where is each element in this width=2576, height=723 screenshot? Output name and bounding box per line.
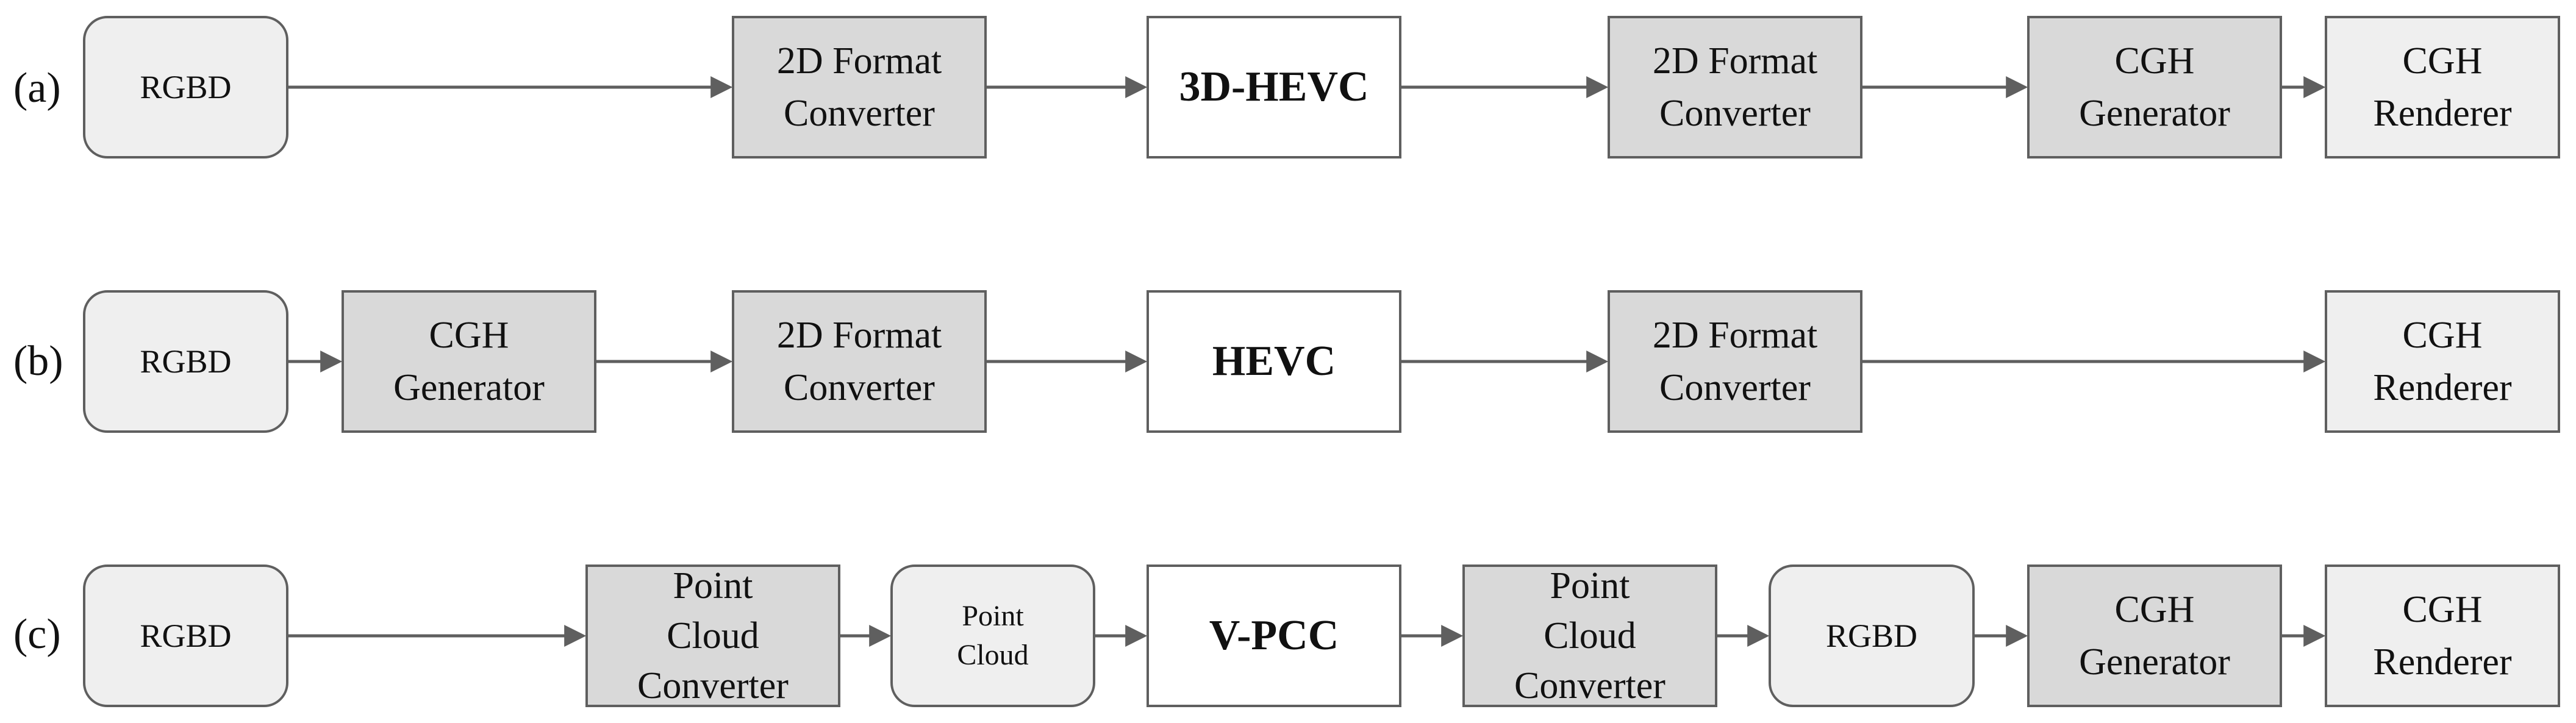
box-text-line: Cloud (667, 615, 759, 657)
box-text-line: CGH (429, 315, 509, 356)
box-text-line: CGH (2402, 315, 2483, 356)
box-text-line: CGH (2402, 589, 2483, 630)
rgbd-input-box-c: RGBD (83, 565, 288, 707)
row-label-a: (a) (13, 65, 61, 112)
box-text-line: CGH (2114, 589, 2195, 630)
format-converter-box-b1: 2D Format Converter (732, 290, 987, 433)
box-text-line: Converter (1514, 665, 1665, 707)
rgbd-intermediate-box-c: RGBD (1769, 565, 1975, 707)
cgh-generator-box-a: CGH Generator (2027, 16, 2282, 158)
box-text-line: Cloud (1544, 615, 1636, 657)
cgh-renderer-box-a: CGH Renderer (2325, 16, 2560, 158)
format-converter-box-b2: 2D Format Converter (1608, 290, 1862, 433)
codec-label: V-PCC (1209, 612, 1339, 659)
box-text-line: Point (673, 565, 753, 607)
box-text-line: Generator (2079, 93, 2230, 134)
rgbd-input-box-a: RGBD (83, 16, 288, 158)
codec-box-b: HEVC (1147, 290, 1401, 433)
codec-label: HEVC (1212, 338, 1336, 385)
rgbd-label: RGBD (1825, 618, 1918, 654)
box-text-line: CGH (2402, 40, 2483, 82)
box-text-line: Generator (393, 367, 545, 408)
box-text-line: Converter (1659, 93, 1811, 134)
codec-label: 3D-HEVC (1179, 63, 1369, 110)
box-text-line: Converter (784, 367, 935, 408)
cgh-generator-box-b: CGH Generator (342, 290, 596, 433)
box-text-line: Generator (2079, 641, 2230, 683)
box-text-line: 2D Format (776, 315, 942, 356)
box-text-line: Renderer (2373, 641, 2512, 683)
row-label-c: (c) (13, 611, 61, 658)
box-text-line: CGH (2114, 40, 2195, 82)
box-text-line: 2D Format (776, 40, 942, 82)
box-text-line: Converter (1659, 367, 1811, 408)
cgh-renderer-box-b: CGH Renderer (2325, 290, 2560, 433)
cgh-renderer-box-c: CGH Renderer (2325, 565, 2560, 707)
box-text-line: Converter (637, 665, 789, 707)
codec-box-c: V-PCC (1147, 565, 1401, 707)
rgbd-label: RGBD (140, 343, 232, 380)
row-label-b: (b) (13, 338, 63, 385)
box-text-line: Converter (784, 93, 935, 134)
format-converter-box-a2: 2D Format Converter (1608, 16, 1862, 158)
box-text-line: Renderer (2373, 367, 2512, 408)
codec-box-a: 3D-HEVC (1147, 16, 1401, 158)
rgbd-label: RGBD (140, 618, 232, 654)
point-cloud-converter-box-c1: Point Cloud Converter (585, 565, 840, 707)
box-text-line: Renderer (2373, 93, 2512, 134)
box-text-line: 2D Format (1652, 315, 1818, 356)
box-text-line: Point (1550, 565, 1630, 607)
rgbd-label: RGBD (140, 69, 232, 105)
point-cloud-converter-box-c2: Point Cloud Converter (1462, 565, 1717, 707)
box-text-line: 2D Format (1652, 40, 1818, 82)
box-text-line: Cloud (957, 639, 1029, 671)
point-cloud-box-c: Point Cloud (890, 565, 1095, 707)
format-converter-box-a1: 2D Format Converter (732, 16, 987, 158)
box-text-line: Point (962, 600, 1024, 632)
cgh-generator-box-c: CGH Generator (2027, 565, 2282, 707)
rgbd-input-box-b: RGBD (83, 290, 288, 433)
